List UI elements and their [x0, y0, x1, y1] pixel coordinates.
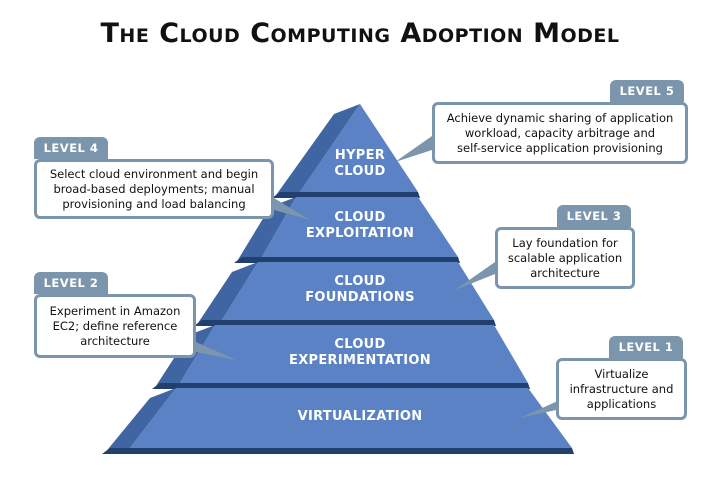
pyramid-ledge-level-2	[152, 383, 530, 389]
callout-level-4-tab: LEVEL 4	[34, 137, 108, 159]
pyramid-tier-level-1	[130, 388, 572, 448]
callout-level-3-box: Lay foundation for scalable application …	[495, 227, 635, 289]
callout-level-5-text: Achieve dynamic sharing of application w…	[446, 110, 674, 155]
callout-level-5: LEVEL 5 Achieve dynamic sharing of appli…	[432, 80, 688, 164]
callout-level-3-text: Lay foundation for scalable application …	[507, 235, 623, 280]
callout-level-4-box: Select cloud environment and begin broad…	[34, 159, 274, 219]
tier-label-level-3-line-1: CLOUD	[334, 274, 385, 289]
callout-level-4: LEVEL 4 Select cloud environment and beg…	[34, 137, 274, 219]
callout-level-1-box: Virtualize infrastructure and applicatio…	[556, 358, 687, 420]
tier-label-level-2-line-2: EXPERIMENTATION	[289, 353, 431, 368]
callout-level-5-box: Achieve dynamic sharing of application w…	[432, 102, 688, 164]
pyramid-tier-level-2	[180, 325, 528, 383]
pyramid-side-level-4	[236, 197, 296, 263]
tier-label-level-2-line-1: CLOUD	[334, 337, 385, 352]
callout-pointer-level-1	[520, 400, 560, 418]
pyramid-ledge-level-5	[272, 192, 420, 198]
pyramid-ledge-level-3	[194, 320, 496, 326]
callout-level-2: LEVEL 2 Experiment in Amazon EC2; define…	[34, 272, 196, 358]
callout-pointer-level-5	[395, 136, 432, 162]
callout-level-1-tab: LEVEL 1	[609, 336, 683, 358]
tier-label-level-3-line-2: FOUNDATIONS	[305, 290, 415, 305]
pyramid-ledge-level-4	[234, 257, 460, 263]
pyramid-side-level-3	[196, 262, 258, 326]
diagram-title: The Cloud Computing Adoption Model	[100, 18, 620, 49]
pyramid-tier-level-5	[300, 104, 418, 192]
pyramid-tier-level-4	[262, 197, 458, 257]
callout-level-5-tab: LEVEL 5	[610, 80, 684, 102]
callout-level-1: LEVEL 1 Virtualize infrastructure and ap…	[556, 336, 687, 420]
callout-level-4-text: Select cloud environment and begin broad…	[49, 166, 259, 211]
callout-pointer-level-2	[196, 342, 236, 360]
tier-label-level-5-line-2: CLOUD	[334, 164, 385, 179]
callout-pointer-level-3	[455, 262, 495, 290]
pyramid-side-level-5	[274, 104, 360, 198]
tier-label-level-5-line-1: HYPER	[335, 148, 385, 163]
tier-label-level-4-line-2: EXPLOITATION	[306, 226, 414, 241]
callout-level-3-tab: LEVEL 3	[557, 205, 631, 227]
callout-level-2-text: Experiment in Amazon EC2; define referen…	[49, 303, 181, 348]
pyramid-side-level-1	[104, 388, 176, 454]
pyramid-tier-level-3	[222, 262, 494, 320]
callout-level-3: LEVEL 3 Lay foundation for scalable appl…	[495, 205, 635, 289]
callout-level-1-text: Virtualize infrastructure and applicatio…	[569, 366, 674, 411]
callout-pointer-level-4	[274, 198, 310, 220]
callout-level-2-tab: LEVEL 2	[34, 272, 108, 294]
tier-label-level-1-line-1: VIRTUALIZATION	[298, 409, 423, 424]
pyramid-ledge-level-1	[102, 448, 574, 454]
callout-level-2-box: Experiment in Amazon EC2; define referen…	[34, 294, 196, 358]
tier-label-level-4-line-1: CLOUD	[334, 210, 385, 225]
